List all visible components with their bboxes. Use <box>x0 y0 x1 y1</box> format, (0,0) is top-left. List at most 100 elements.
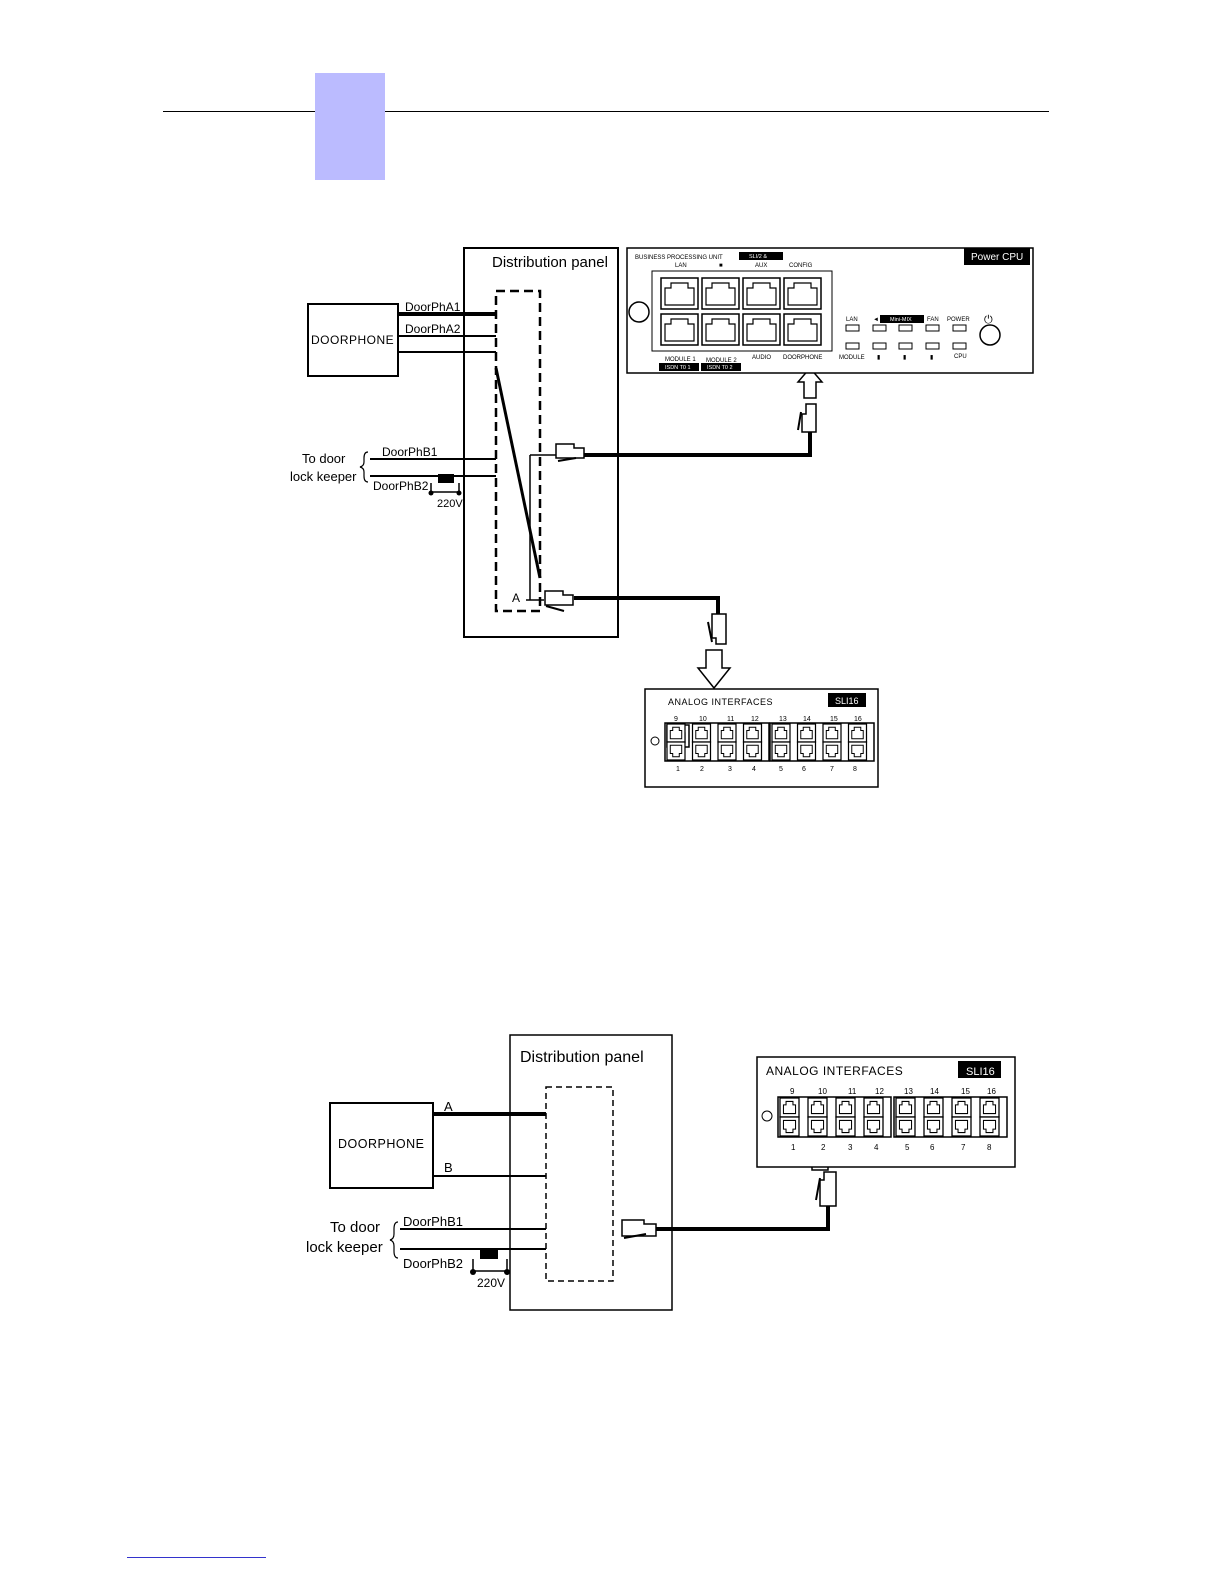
svg-text:12: 12 <box>875 1087 884 1096</box>
analog-badge-1: SLI16 <box>835 696 859 706</box>
analog-1-jack-top-4 <box>742 723 763 743</box>
svg-text:CPU: CPU <box>954 354 967 360</box>
rj-plug-lower <box>544 590 574 606</box>
analog-numbers-2: 9 10 11 12 13 14 15 16 1 2 3 4 5 6 7 8 <box>790 1087 996 1152</box>
svg-text:1: 1 <box>791 1143 796 1152</box>
cpu-port-label-audio: AUDIO <box>752 355 771 361</box>
analog-badge-2: SLI16 <box>966 1066 995 1078</box>
analog-title-1: ANALOG INTERFACES <box>668 697 773 707</box>
door-lock-label-2a: To door <box>330 1219 380 1236</box>
svg-text:1: 1 <box>676 766 680 773</box>
analog-board-2: ANALOG INTERFACES SLI16 <box>756 1056 1016 1168</box>
svg-text:9: 9 <box>790 1087 795 1096</box>
analog-2-jack-bottom-4 <box>863 1116 884 1137</box>
rj-plug-upper <box>555 443 585 459</box>
power-button <box>979 324 1001 346</box>
svg-text:5: 5 <box>779 766 783 773</box>
analog-1-jack-bottom-1 <box>666 741 686 761</box>
analog-2-jack-top-1 <box>779 1097 800 1118</box>
chapter-tab <box>315 73 385 180</box>
svg-text:6: 6 <box>802 766 806 773</box>
svg-text:16: 16 <box>987 1087 996 1096</box>
arrow-to-sli16 <box>696 649 732 690</box>
terminal-block-1 <box>494 289 542 613</box>
analog-2-jack-bottom-1 <box>779 1116 800 1137</box>
svg-text:12: 12 <box>751 716 759 723</box>
analog-2-jack-bottom-3 <box>835 1116 856 1137</box>
power-cpu-board: Power CPU BUSINESS PROCESSING UNIT SLI/2… <box>626 247 1034 374</box>
analog-2-jack-top-6 <box>923 1097 944 1118</box>
analog-2-jack-top-3 <box>835 1097 856 1118</box>
svg-text:4: 4 <box>752 766 756 773</box>
svg-text:◄: ◄ <box>873 317 879 323</box>
svg-text:6: 6 <box>930 1143 935 1152</box>
analog-2-jack-top-2 <box>807 1097 828 1118</box>
svg-text:14: 14 <box>803 716 811 723</box>
transformer-2 <box>480 1248 498 1259</box>
doorphone-box-1 <box>307 303 399 377</box>
header-rule <box>163 111 1049 112</box>
terminal-a-label: A <box>512 591 520 605</box>
analog-2-jack-bottom-2 <box>807 1116 828 1137</box>
svg-text:10: 10 <box>818 1087 827 1096</box>
distribution-panel-1-title: Distribution panel <box>492 254 608 271</box>
analog-1-jack-top-2 <box>691 723 712 743</box>
cable-to-cpu <box>584 430 812 457</box>
svg-text:2: 2 <box>700 766 704 773</box>
door-lock-label-1a: To door <box>302 451 346 466</box>
analog-2-jack-top-7 <box>951 1097 972 1118</box>
distribution-panel-2-title: Distribution panel <box>520 1049 644 1066</box>
arrow-to-doorphone-port <box>796 366 824 399</box>
svg-text:2: 2 <box>821 1143 826 1152</box>
analog-1-jack-top-5 <box>771 723 791 743</box>
svg-text:▮: ▮ <box>903 355 906 361</box>
svg-text:16: 16 <box>854 716 862 723</box>
doorphone-label-2: DOORPHONE <box>338 1137 424 1151</box>
cpu-unit-label: BUSINESS PROCESSING UNIT <box>635 255 723 261</box>
svg-text:3: 3 <box>848 1143 853 1152</box>
voltage-2: 220V <box>477 1276 505 1290</box>
footer-link[interactable] <box>127 1557 266 1558</box>
analog-2-jack-top-5 <box>895 1097 916 1118</box>
wire-doorphb1-1: DoorPhB1 <box>382 445 438 459</box>
svg-text:4: 4 <box>874 1143 879 1152</box>
cpu-port-label-mark: ■ <box>719 263 723 269</box>
doorphone-label-1: DOORPHONE <box>311 333 394 347</box>
svg-text:MODULE: MODULE <box>839 355 865 361</box>
cpu-port-label-lan: LAN <box>675 263 687 269</box>
cpu-badge-top: SLI/2 & <box>749 254 767 260</box>
analog-2-jack-bottom-7 <box>951 1116 972 1137</box>
svg-text:7: 7 <box>961 1143 966 1152</box>
analog-1-jack-bottom-6 <box>796 741 817 761</box>
analog-numbers-1: 9 10 11 12 13 14 15 16 1 2 3 4 5 6 7 8 <box>674 716 862 773</box>
analog-2-jack-top-4 <box>863 1097 884 1118</box>
analog-1-jack-top-1 <box>666 723 686 743</box>
wire-a-label: A <box>444 1099 453 1114</box>
wire-doorpha1: DoorPhA1 <box>405 300 461 314</box>
brace-2 <box>389 1221 399 1259</box>
cpu-port-label-module2: MODULE 2 <box>706 358 737 364</box>
brace-1 <box>359 451 369 483</box>
cpu-badge-isdn1: ISDN T0 1 <box>665 365 691 371</box>
power-symbol: ⏻ <box>984 314 993 326</box>
svg-text:8: 8 <box>987 1143 992 1152</box>
svg-text:7: 7 <box>830 766 834 773</box>
analog-1-jack-bottom-4 <box>742 741 763 761</box>
svg-text:14: 14 <box>930 1087 939 1096</box>
distribution-panel-1 <box>463 247 619 638</box>
door-lock-label-1b: lock keeper <box>290 469 357 484</box>
svg-text:10: 10 <box>699 716 707 723</box>
analog-title-2: ANALOG INTERFACES <box>766 1064 903 1078</box>
analog-1-jack-bottom-5 <box>771 741 791 761</box>
cpu-port-label-config: CONFIG <box>789 263 813 269</box>
terminal-block-2 <box>545 1086 614 1282</box>
svg-text:FAN: FAN <box>927 317 939 323</box>
svg-text:▮: ▮ <box>877 355 880 361</box>
analog-1-jack-bottom-3 <box>717 741 737 761</box>
svg-text:5: 5 <box>905 1143 910 1152</box>
svg-text:POWER: POWER <box>947 317 970 323</box>
distribution-panel-2 <box>509 1034 673 1311</box>
voltage-1: 220V <box>437 498 463 510</box>
cable-to-sli16 <box>574 596 720 628</box>
svg-text:11: 11 <box>848 1087 857 1096</box>
